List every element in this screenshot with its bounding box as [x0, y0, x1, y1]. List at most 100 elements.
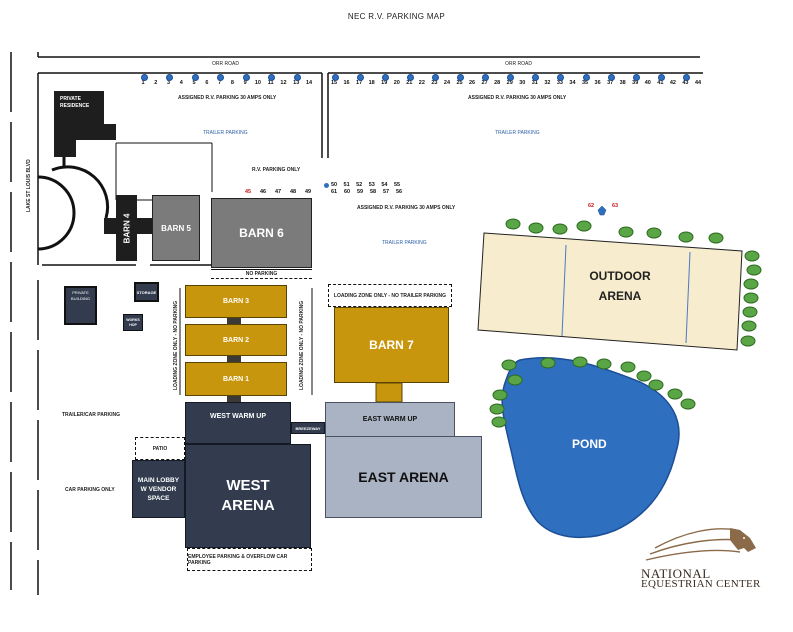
rv-spot-52[interactable]: 52 — [356, 182, 363, 188]
rv-marker-icon — [607, 74, 615, 81]
map-title: NEC R.V. PARKING MAP — [347, 12, 446, 21]
rv-spot-51[interactable]: 51 — [343, 182, 350, 188]
rv-spot-5[interactable]: 5 — [192, 80, 196, 86]
rv-spot-16[interactable]: 16 — [343, 80, 350, 86]
rv-spot-2[interactable]: 2 — [154, 80, 158, 86]
rv-marker-icon — [507, 74, 515, 81]
west-warm-up[interactable]: WEST WARM UP — [185, 402, 291, 444]
rv-marker-icon — [532, 74, 540, 81]
rv-spot-41[interactable]: 41 — [657, 80, 664, 86]
rv-spot-4[interactable]: 4 — [179, 80, 183, 86]
assigned-rv-label-left: ASSIGNED R.V. PARKING 30 AMPS ONLY — [178, 95, 277, 101]
rv-spot-36[interactable]: 36 — [594, 80, 601, 86]
no-parking-label: NO PARKING — [211, 269, 312, 279]
rv-spot-24[interactable]: 24 — [443, 80, 451, 86]
rv-spot-62[interactable]: 62 — [587, 203, 595, 209]
east-arena[interactable]: EAST ARENA — [325, 436, 482, 518]
rv-spot-28[interactable]: 28 — [494, 80, 501, 86]
rv-spot-46[interactable]: 46 — [259, 189, 267, 195]
rv-spot-15[interactable]: 15 — [330, 80, 338, 86]
rv-spot-40[interactable]: 40 — [644, 80, 651, 86]
rv-spot-38[interactable]: 38 — [619, 80, 626, 86]
rv-spot-7[interactable]: 7 — [218, 80, 222, 86]
rv-spot-30[interactable]: 30 — [519, 80, 526, 86]
barn-5[interactable]: BARN 5 — [152, 195, 200, 261]
rv-spot-17[interactable]: 17 — [356, 80, 363, 86]
rv-spot-31[interactable]: 31 — [531, 80, 538, 86]
rv-marker-icon — [217, 74, 225, 81]
rv-spot-27[interactable]: 27 — [481, 80, 488, 86]
rv-spot-20[interactable]: 20 — [393, 80, 400, 86]
west-arena-label: WEST ARENA — [221, 477, 275, 514]
rv-spot-43[interactable]: 43 — [682, 80, 689, 86]
rv-spot-10[interactable]: 10 — [254, 80, 261, 86]
rv-spot-35[interactable]: 35 — [581, 80, 589, 86]
trailer-parking-label-middle: TRAILER PARKING — [382, 240, 427, 246]
rv-spot-39[interactable]: 39 — [632, 80, 639, 86]
rv-spot-59[interactable]: 59 — [356, 189, 364, 195]
rv-spot-34[interactable]: 34 — [569, 80, 576, 86]
rv-spot-47[interactable]: 47 — [274, 189, 282, 195]
barn-3[interactable]: BARN 3 — [185, 285, 287, 318]
breezeway-label: BREEZEWAY — [295, 425, 321, 431]
workshop-label: WORKS HOP — [126, 317, 140, 327]
rv-marker-icon — [406, 74, 414, 81]
rv-marker-icon — [657, 74, 665, 81]
rv-spot-29[interactable]: 29 — [506, 80, 513, 86]
trailer-parking-label-left: TRAILER PARKING — [203, 130, 248, 136]
west-arena[interactable]: WEST ARENA — [185, 444, 311, 548]
rv-spot-25[interactable]: 25 — [456, 80, 463, 86]
barn-7[interactable]: BARN 7 — [334, 307, 449, 383]
rv-spot-33[interactable]: 33 — [556, 80, 563, 86]
rv-marker-icon — [268, 74, 276, 81]
rv-spot-22[interactable]: 22 — [418, 80, 425, 86]
barn-1[interactable]: BARN 1 — [185, 362, 287, 396]
rv-spot-11[interactable]: 11 — [267, 80, 274, 86]
rv-marker-icon — [457, 74, 465, 81]
rv-spot-21[interactable]: 21 — [406, 80, 413, 86]
rv-spot-3[interactable]: 3 — [167, 80, 171, 86]
rv-spot-44[interactable]: 44 — [694, 80, 702, 86]
rv-spot-61[interactable]: 61 — [330, 189, 338, 195]
rv-marker-icon — [331, 74, 339, 81]
rv-spot-26[interactable]: 26 — [469, 80, 476, 86]
rv-spot-50[interactable]: 50 — [330, 182, 338, 188]
rv-spot-55[interactable]: 55 — [393, 182, 401, 188]
tree-group — [489, 218, 762, 428]
rv-spot-63[interactable]: 63 — [611, 203, 619, 209]
rv-spot-1[interactable]: 1 — [141, 80, 145, 86]
rv-spot-8[interactable]: 8 — [230, 80, 234, 86]
workshop-building: WORKS HOP — [123, 314, 143, 331]
rv-spot-37[interactable]: 37 — [607, 80, 614, 86]
rv-spot-42[interactable]: 42 — [669, 80, 676, 86]
barn-6[interactable]: BARN 6 — [211, 198, 312, 268]
rv-spot-18[interactable]: 18 — [368, 80, 375, 86]
rv-spot-12[interactable]: 12 — [280, 80, 287, 86]
barn-6-label: BARN 6 — [239, 226, 284, 240]
rv-spot-14[interactable]: 14 — [305, 80, 313, 86]
rv-spot-6[interactable]: 6 — [205, 80, 209, 86]
rv-spot-57[interactable]: 57 — [382, 189, 390, 195]
rv-spot-49[interactable]: 49 — [304, 189, 312, 195]
outdoor-arena-shape — [477, 232, 743, 351]
rv-spot-56[interactable]: 56 — [395, 189, 403, 195]
rv-marker-icon — [324, 183, 329, 188]
assigned-rv-label-right: ASSIGNED R.V. PARKING 30 AMPS ONLY — [468, 95, 567, 101]
trailer-parking-label-right: TRAILER PARKING — [495, 130, 540, 136]
barn-2[interactable]: BARN 2 — [185, 324, 287, 356]
rv-spot-48[interactable]: 48 — [289, 189, 297, 195]
rv-spot-19[interactable]: 19 — [381, 80, 388, 86]
barn-4[interactable]: BARN 4 — [116, 195, 137, 261]
rv-spot-60[interactable]: 60 — [343, 189, 351, 195]
main-lobby[interactable]: MAIN LOBBY W VENDOR SPACE — [132, 460, 185, 518]
patio: PATIO — [135, 437, 185, 460]
rv-spot-23[interactable]: 23 — [431, 80, 438, 86]
rv-spot-9[interactable]: 9 — [243, 80, 247, 86]
rv-marker-icon — [381, 74, 389, 81]
rv-spot-32[interactable]: 32 — [544, 80, 551, 86]
rv-spot-53[interactable]: 53 — [368, 182, 375, 188]
rv-spot-13[interactable]: 13 — [293, 80, 300, 86]
rv-spot-58[interactable]: 58 — [369, 189, 377, 195]
rv-spot-45[interactable]: 45 — [244, 189, 252, 195]
rv-spot-54[interactable]: 54 — [381, 182, 388, 188]
